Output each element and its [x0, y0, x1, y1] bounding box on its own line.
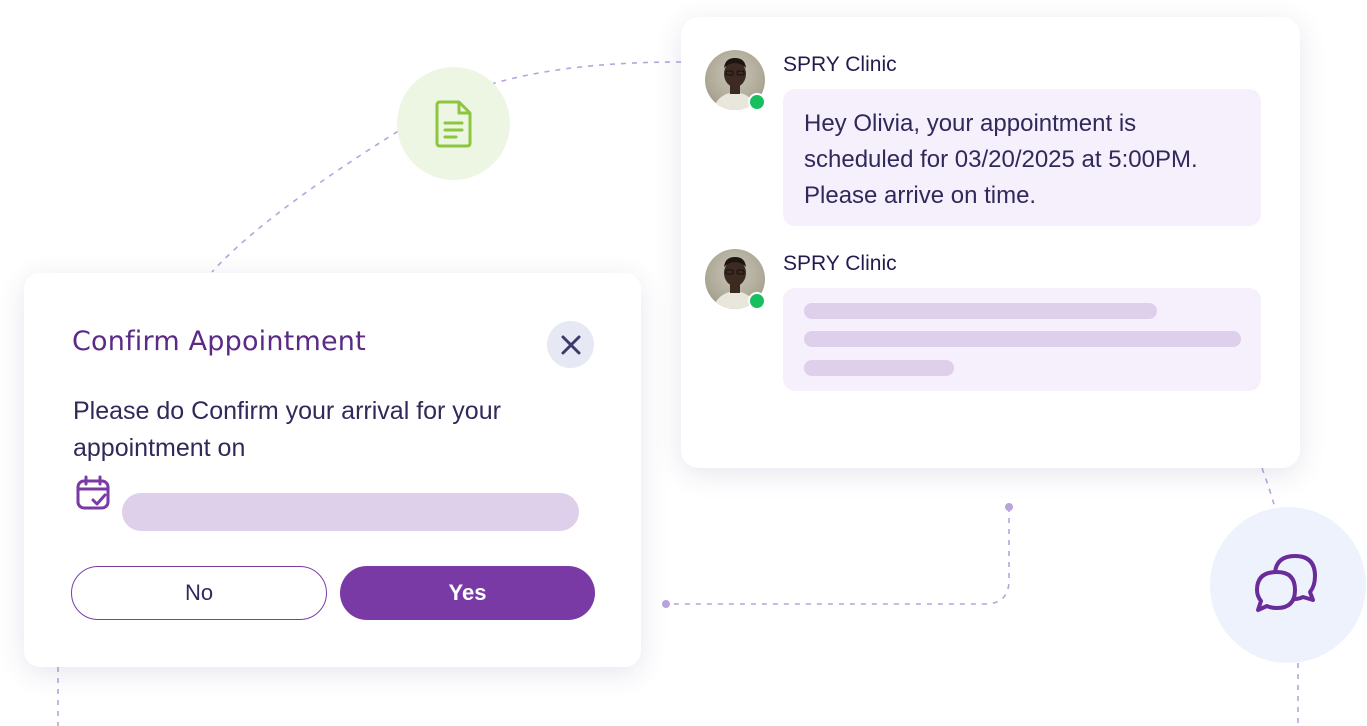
chat-badge: [1210, 507, 1366, 663]
skeleton-line: [804, 303, 1157, 319]
skeleton-line: [804, 331, 1241, 347]
close-icon: [561, 335, 580, 354]
confirm-appointment-dialog: Confirm Appointment Please do Confirm yo…: [24, 273, 641, 667]
no-button[interactable]: No: [71, 566, 327, 620]
document-icon: [435, 100, 471, 147]
skeleton-line: [804, 360, 954, 376]
dialog-title: Confirm Appointment: [72, 326, 366, 357]
chat-card: SPRY Clinic Hey Olivia, your appointment…: [681, 17, 1300, 468]
message-text: Hey Olivia, your appointment is schedule…: [804, 110, 1198, 209]
yes-button[interactable]: Yes: [340, 566, 595, 620]
calendar-check-icon: [76, 475, 110, 510]
online-indicator: [748, 292, 766, 310]
sender-name: SPRY Clinic: [783, 252, 897, 275]
close-button[interactable]: [547, 321, 594, 368]
online-indicator: [748, 93, 766, 111]
message-bubble: Hey Olivia, your appointment is schedule…: [783, 89, 1261, 226]
person-photo: [713, 58, 757, 110]
avatar: [705, 249, 766, 310]
avatar: [705, 50, 766, 111]
chat-bubbles-icon: [1255, 554, 1317, 612]
dialog-message: Please do Confirm your arrival for your …: [73, 397, 501, 462]
sender-name: SPRY Clinic: [783, 53, 897, 76]
message-bubble-loading: [783, 288, 1261, 391]
document-badge: [397, 67, 510, 180]
person-photo: [713, 257, 757, 309]
appointment-date-placeholder: [122, 493, 579, 531]
